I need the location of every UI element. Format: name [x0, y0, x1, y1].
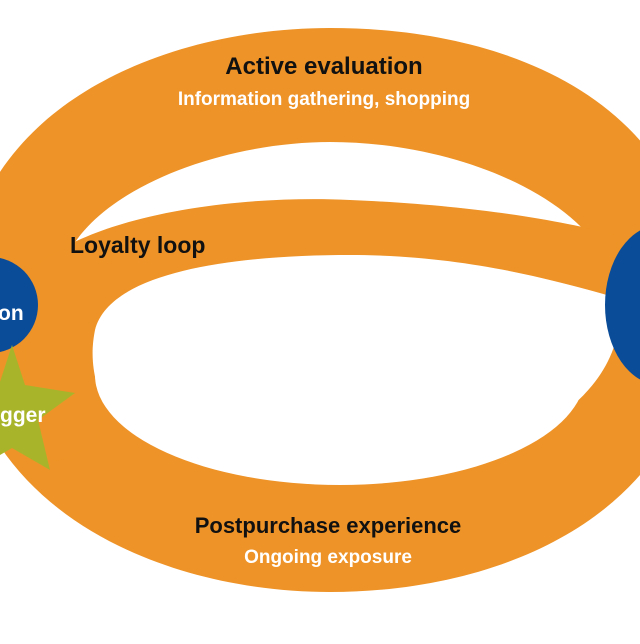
right-node-circle — [605, 230, 640, 380]
left-node-circle — [0, 258, 38, 352]
loyalty-loop-hole — [95, 265, 585, 485]
left-node-label: on — [0, 302, 24, 325]
outer-loop-title: Active evaluation — [225, 53, 422, 80]
outer-loop-subtitle: Information gathering, shopping — [178, 89, 470, 110]
trigger-star-shape — [0, 345, 75, 470]
loyalty-loop-band — [20, 199, 625, 462]
outer-loop-band — [0, 28, 640, 592]
loyalty-loop-label: Loyalty loop — [70, 232, 205, 258]
postpurchase-subtitle: Ongoing exposure — [244, 547, 412, 568]
postpurchase-title: Postpurchase experience — [195, 513, 462, 538]
trigger-label: gger — [0, 404, 46, 427]
